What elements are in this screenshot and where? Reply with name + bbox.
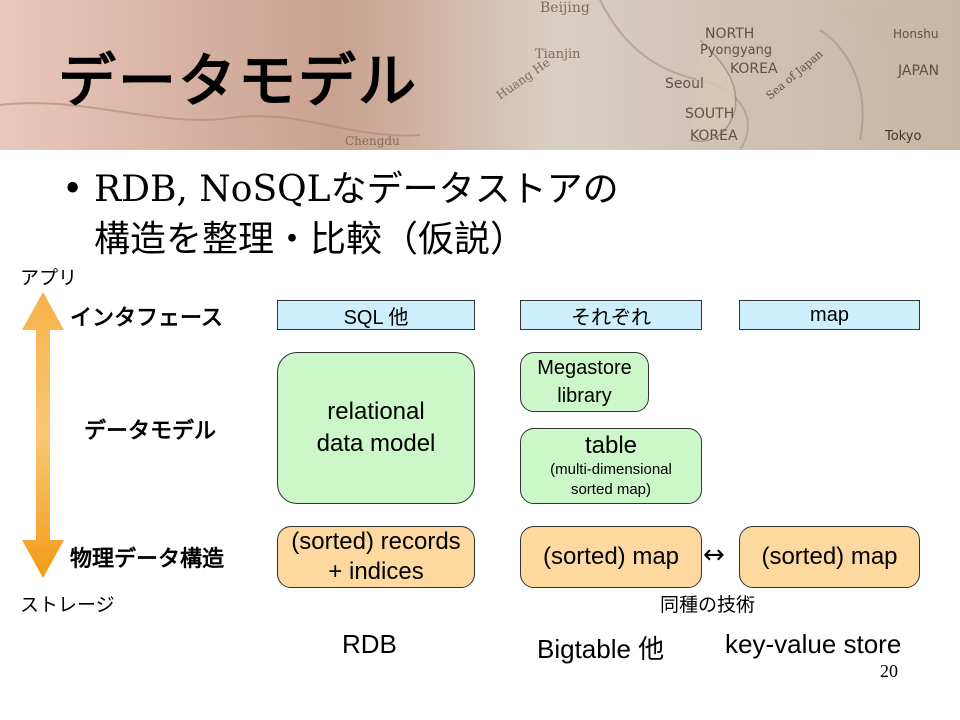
rdb-model-line-2: data model — [316, 430, 436, 457]
bidirectional-arrow-icon: ↔ — [703, 540, 725, 570]
slide-title: データモデル — [58, 47, 419, 115]
header-banner: Beijing Tianjin NORTH Pyongyang KOREA Se… — [0, 0, 960, 150]
map-word: SOUTH — [685, 106, 734, 122]
rdb-interface-box: SQL 他 — [277, 300, 475, 330]
japan-shape — [830, 0, 960, 150]
megastore-line-1: Megastore — [537, 357, 632, 379]
map-word: JAPAN — [897, 63, 939, 79]
bullet-line-2: 構造を整理・比較（仮説） — [94, 219, 527, 260]
kvs-physical-text: (sorted) map — [761, 543, 898, 570]
axis-label-top: アプリ — [20, 267, 78, 289]
table-sub-line-2: sorted map) — [570, 481, 652, 498]
bullet-dot-icon: • — [62, 169, 84, 210]
bigtable-table-box: table (multi-dimensional sorted map) — [520, 428, 702, 504]
coastline-1 — [0, 102, 421, 137]
bigtable-physical-text: (sorted) map — [542, 543, 680, 570]
double-arrow-icon — [22, 292, 64, 578]
rdb-physical-line-2: + indices — [328, 558, 424, 585]
table-sub-line-1: (multi-dimensional — [550, 461, 672, 478]
rdb-physical-box: (sorted) records + indices — [277, 526, 475, 588]
bullet-text: RDB, NoSQLなデータストアの 構造を整理・比較（仮説） — [94, 165, 794, 265]
kvs-physical-box: (sorted) map — [739, 526, 920, 588]
map-word: Seoul — [665, 76, 704, 92]
row-label-interface: インタフェース — [70, 306, 223, 331]
bigtable-interface-text: それぞれ — [571, 306, 651, 329]
column-label-bigtable: Bigtable 他 — [537, 634, 665, 664]
axis-label-bottom: ストレージ — [20, 594, 115, 616]
rdb-physical-line-1: (sorted) records — [291, 528, 461, 555]
column-label-rdb: RDB — [342, 629, 397, 659]
bigtable-physical-box: (sorted) map — [520, 526, 702, 588]
map-word: KOREA — [690, 128, 738, 144]
megastore-line-2: library — [557, 385, 612, 407]
same-tech-note: 同種の技術 — [660, 594, 756, 616]
map-word: Huang He — [494, 55, 553, 102]
korea-shape — [689, 39, 737, 142]
map-word: KOREA — [730, 61, 778, 77]
bullet-line-1: RDB, NoSQLなデータストアの — [94, 169, 619, 210]
map-word: Tokyo — [884, 129, 921, 144]
kvs-interface-text: map — [810, 303, 849, 326]
coastline-3 — [819, 29, 864, 141]
rdb-interface-text: SQL 他 — [343, 306, 409, 329]
bigtable-interface-box: それぞれ — [520, 300, 702, 330]
map-word: Pyongyang — [700, 43, 772, 58]
map-word: Honshu — [893, 27, 938, 41]
map-word: NORTH — [705, 26, 754, 42]
kvs-interface-box: map — [739, 300, 920, 330]
column-label-kvs: key-value store — [725, 629, 902, 659]
megastore-box: Megastore library — [520, 352, 649, 412]
map-word: Chengdu — [345, 134, 400, 148]
row-label-data-model: データモデル — [84, 419, 217, 444]
row-label-physical: 物理データ構造 — [70, 547, 225, 572]
table-title: table — [584, 432, 638, 459]
page-number: 20 — [880, 661, 898, 681]
map-word: Tianjin — [535, 47, 581, 62]
map-word: Beijing — [540, 0, 590, 16]
map-background: Beijing Tianjin NORTH Pyongyang KOREA Se… — [0, 0, 960, 150]
rdb-model-line-1: relational — [327, 398, 425, 425]
rdb-data-model-box: relational data model — [277, 352, 475, 504]
